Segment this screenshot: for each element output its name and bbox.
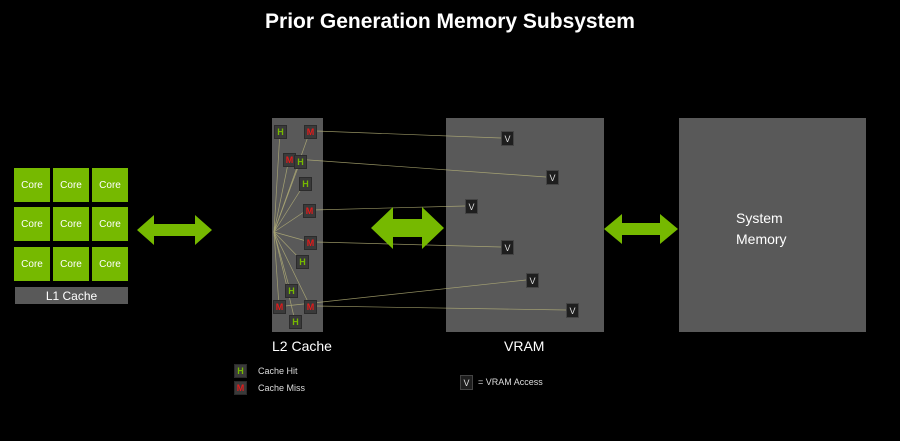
cache-miss-marker: M <box>273 300 286 314</box>
legend-vram-icon: V <box>460 375 473 390</box>
core-block: Core <box>53 207 89 241</box>
core-block: Core <box>14 247 50 281</box>
cache-hit-marker: H <box>289 315 302 329</box>
l1-cache-label: L1 Cache <box>15 287 128 304</box>
diagram-title: Prior Generation Memory Subsystem <box>265 10 635 33</box>
vram-access-marker: V <box>546 170 559 185</box>
cache-hit-marker: H <box>299 177 312 191</box>
legend-miss-icon: M <box>234 381 247 395</box>
legend-hit-text: Cache Hit <box>258 366 298 376</box>
cache-hit-marker: H <box>296 255 309 269</box>
vram-access-marker: V <box>465 199 478 214</box>
core-block: Core <box>92 247 128 281</box>
legend-miss-text: Cache Miss <box>258 383 306 393</box>
core-block: Core <box>92 168 128 202</box>
cache-hit-marker: H <box>285 284 298 298</box>
core-block: Core <box>14 168 50 202</box>
vram-access-marker: V <box>566 303 579 318</box>
vram-access-marker: V <box>501 131 514 146</box>
core-block: Core <box>14 207 50 241</box>
l1-l2-arrow <box>137 215 212 245</box>
cache-miss-marker: M <box>304 236 317 250</box>
vram-label: VRAM <box>504 338 545 354</box>
cache-hit-marker: H <box>274 125 287 139</box>
core-block: Core <box>53 168 89 202</box>
system-memory-label: System Memory <box>736 210 787 247</box>
cache-miss-marker: M <box>304 125 317 139</box>
system-memory-panel <box>679 118 866 332</box>
vram-access-marker: V <box>501 240 514 255</box>
cache-miss-marker: M <box>304 300 317 314</box>
core-block: Core <box>92 207 128 241</box>
vram-access-marker: V <box>526 273 539 288</box>
legend-vram-text: = VRAM Access <box>478 377 543 387</box>
core-block: Core <box>53 247 89 281</box>
cache-miss-marker: M <box>303 204 316 218</box>
legend-hit-icon: H <box>234 364 247 378</box>
vram-sysmem-arrow <box>604 214 678 244</box>
vram-panel <box>446 118 604 332</box>
l2-cache-label: L2 Cache <box>272 338 332 354</box>
cache-hit-marker: H <box>294 155 307 169</box>
l2-vram-arrow <box>371 207 444 249</box>
